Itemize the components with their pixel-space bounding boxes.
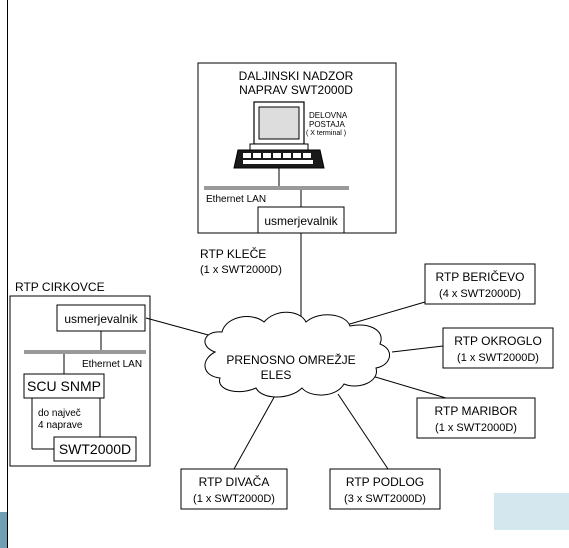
site-divaca-count: (1 x SWT2000D) <box>193 493 275 505</box>
site-podlog-name: RTP PODLOG <box>346 475 424 489</box>
central-title-line2: NAPRAV SWT2000D <box>239 83 353 97</box>
central-site: DALJINSKI NADZOR NAPRAV SWT2000D DELOVNA… <box>197 62 397 276</box>
corner-strip <box>0 512 7 548</box>
network-cloud: PRENOSNO OMREŽJE ELES <box>204 311 390 398</box>
central-site-name: RTP KLEČE <box>200 246 266 261</box>
site-podlog-box <box>329 468 441 510</box>
site-maribor: RTP MARIBOR (1 x SWT2000D) <box>416 397 536 439</box>
site-okroglo-name: RTP OKROGLO <box>454 334 542 348</box>
site-okroglo: RTP OKROGLO (1 x SWT2000D) <box>442 327 554 369</box>
site-podlog-count: (3 x SWT2000D) <box>344 493 426 505</box>
corner-panel <box>494 493 569 530</box>
network-label-line1: PRENOSNO OMREŽJE <box>226 352 355 367</box>
cirkovce-router-label: usmerjevalnik <box>64 312 138 326</box>
site-divaca-box <box>180 468 288 510</box>
cirkovce-note-line2: 4 naprave <box>38 420 83 431</box>
link-podlog-cloud <box>337 393 389 470</box>
cirkovce-device-links <box>31 398 101 450</box>
scu-snmp-label: SCU SNMP <box>27 378 101 394</box>
link-cirkovce-cloud <box>145 317 213 337</box>
site-divaca-name: RTP DIVAČA <box>199 474 270 489</box>
link-maribor-cloud <box>371 375 447 399</box>
central-router-box <box>257 206 345 234</box>
site-maribor-count: (1 x SWT2000D) <box>435 422 517 434</box>
cirkovce-note-line1: do največ <box>38 408 81 419</box>
link-divaca-cloud <box>233 391 278 470</box>
central-ethernet-bus <box>204 186 349 190</box>
site-okroglo-count: (1 x SWT2000D) <box>457 352 539 364</box>
central-router-label: usmerjevalnik <box>264 214 338 228</box>
site-maribor-box <box>416 397 536 439</box>
workstation-computer-icon <box>233 101 325 169</box>
connection-lines <box>145 233 447 470</box>
site-bericevo-box <box>424 263 536 305</box>
scu-snmp-box <box>23 373 105 399</box>
site-okroglo-box <box>442 327 554 369</box>
swt2000d-device-label: SWT2000D <box>59 441 131 457</box>
site-bericevo-count: (4 x SWT2000D) <box>439 288 521 300</box>
workstation-label-line1: DELOVNA <box>309 111 348 120</box>
cirkovce-site-box <box>9 295 151 467</box>
page-border <box>7 0 569 548</box>
cirkovce-router-box <box>56 304 146 332</box>
cirkovce-ethernet-bus <box>24 350 146 354</box>
central-title-line1: DALJINSKI NADZOR <box>239 69 354 83</box>
site-divaca: RTP DIVAČA (1 x SWT2000D) <box>180 468 288 510</box>
site-podlog: RTP PODLOG (3 x SWT2000D) <box>329 468 441 510</box>
cirkovce-ethernet-label: Ethernet LAN <box>82 359 142 370</box>
site-bericevo-name: RTP BERIČEVO <box>436 269 525 284</box>
site-bericevo: RTP BERIČEVO (4 x SWT2000D) <box>424 263 536 305</box>
central-ethernet-label: Ethernet LAN <box>206 194 266 205</box>
cloud-shape <box>204 311 390 398</box>
swt2000d-device-box <box>53 436 137 462</box>
cirkovce-site: RTP CIRKOVCE usmerjevalnik Ethernet LAN … <box>9 280 151 467</box>
workstation-label-line3: ( X terminal ) <box>306 130 346 137</box>
network-label-line2: ELES <box>261 368 292 382</box>
central-site-count: (1 x SWT2000D) <box>200 264 282 276</box>
site-maribor-name: RTP MARIBOR <box>435 404 518 418</box>
link-okroglo-cloud <box>391 345 444 353</box>
cirkovce-site-name: RTP CIRKOVCE <box>15 280 105 294</box>
workstation-label-line2: POSTAJA <box>309 120 346 129</box>
link-bericevo-cloud <box>342 301 426 327</box>
